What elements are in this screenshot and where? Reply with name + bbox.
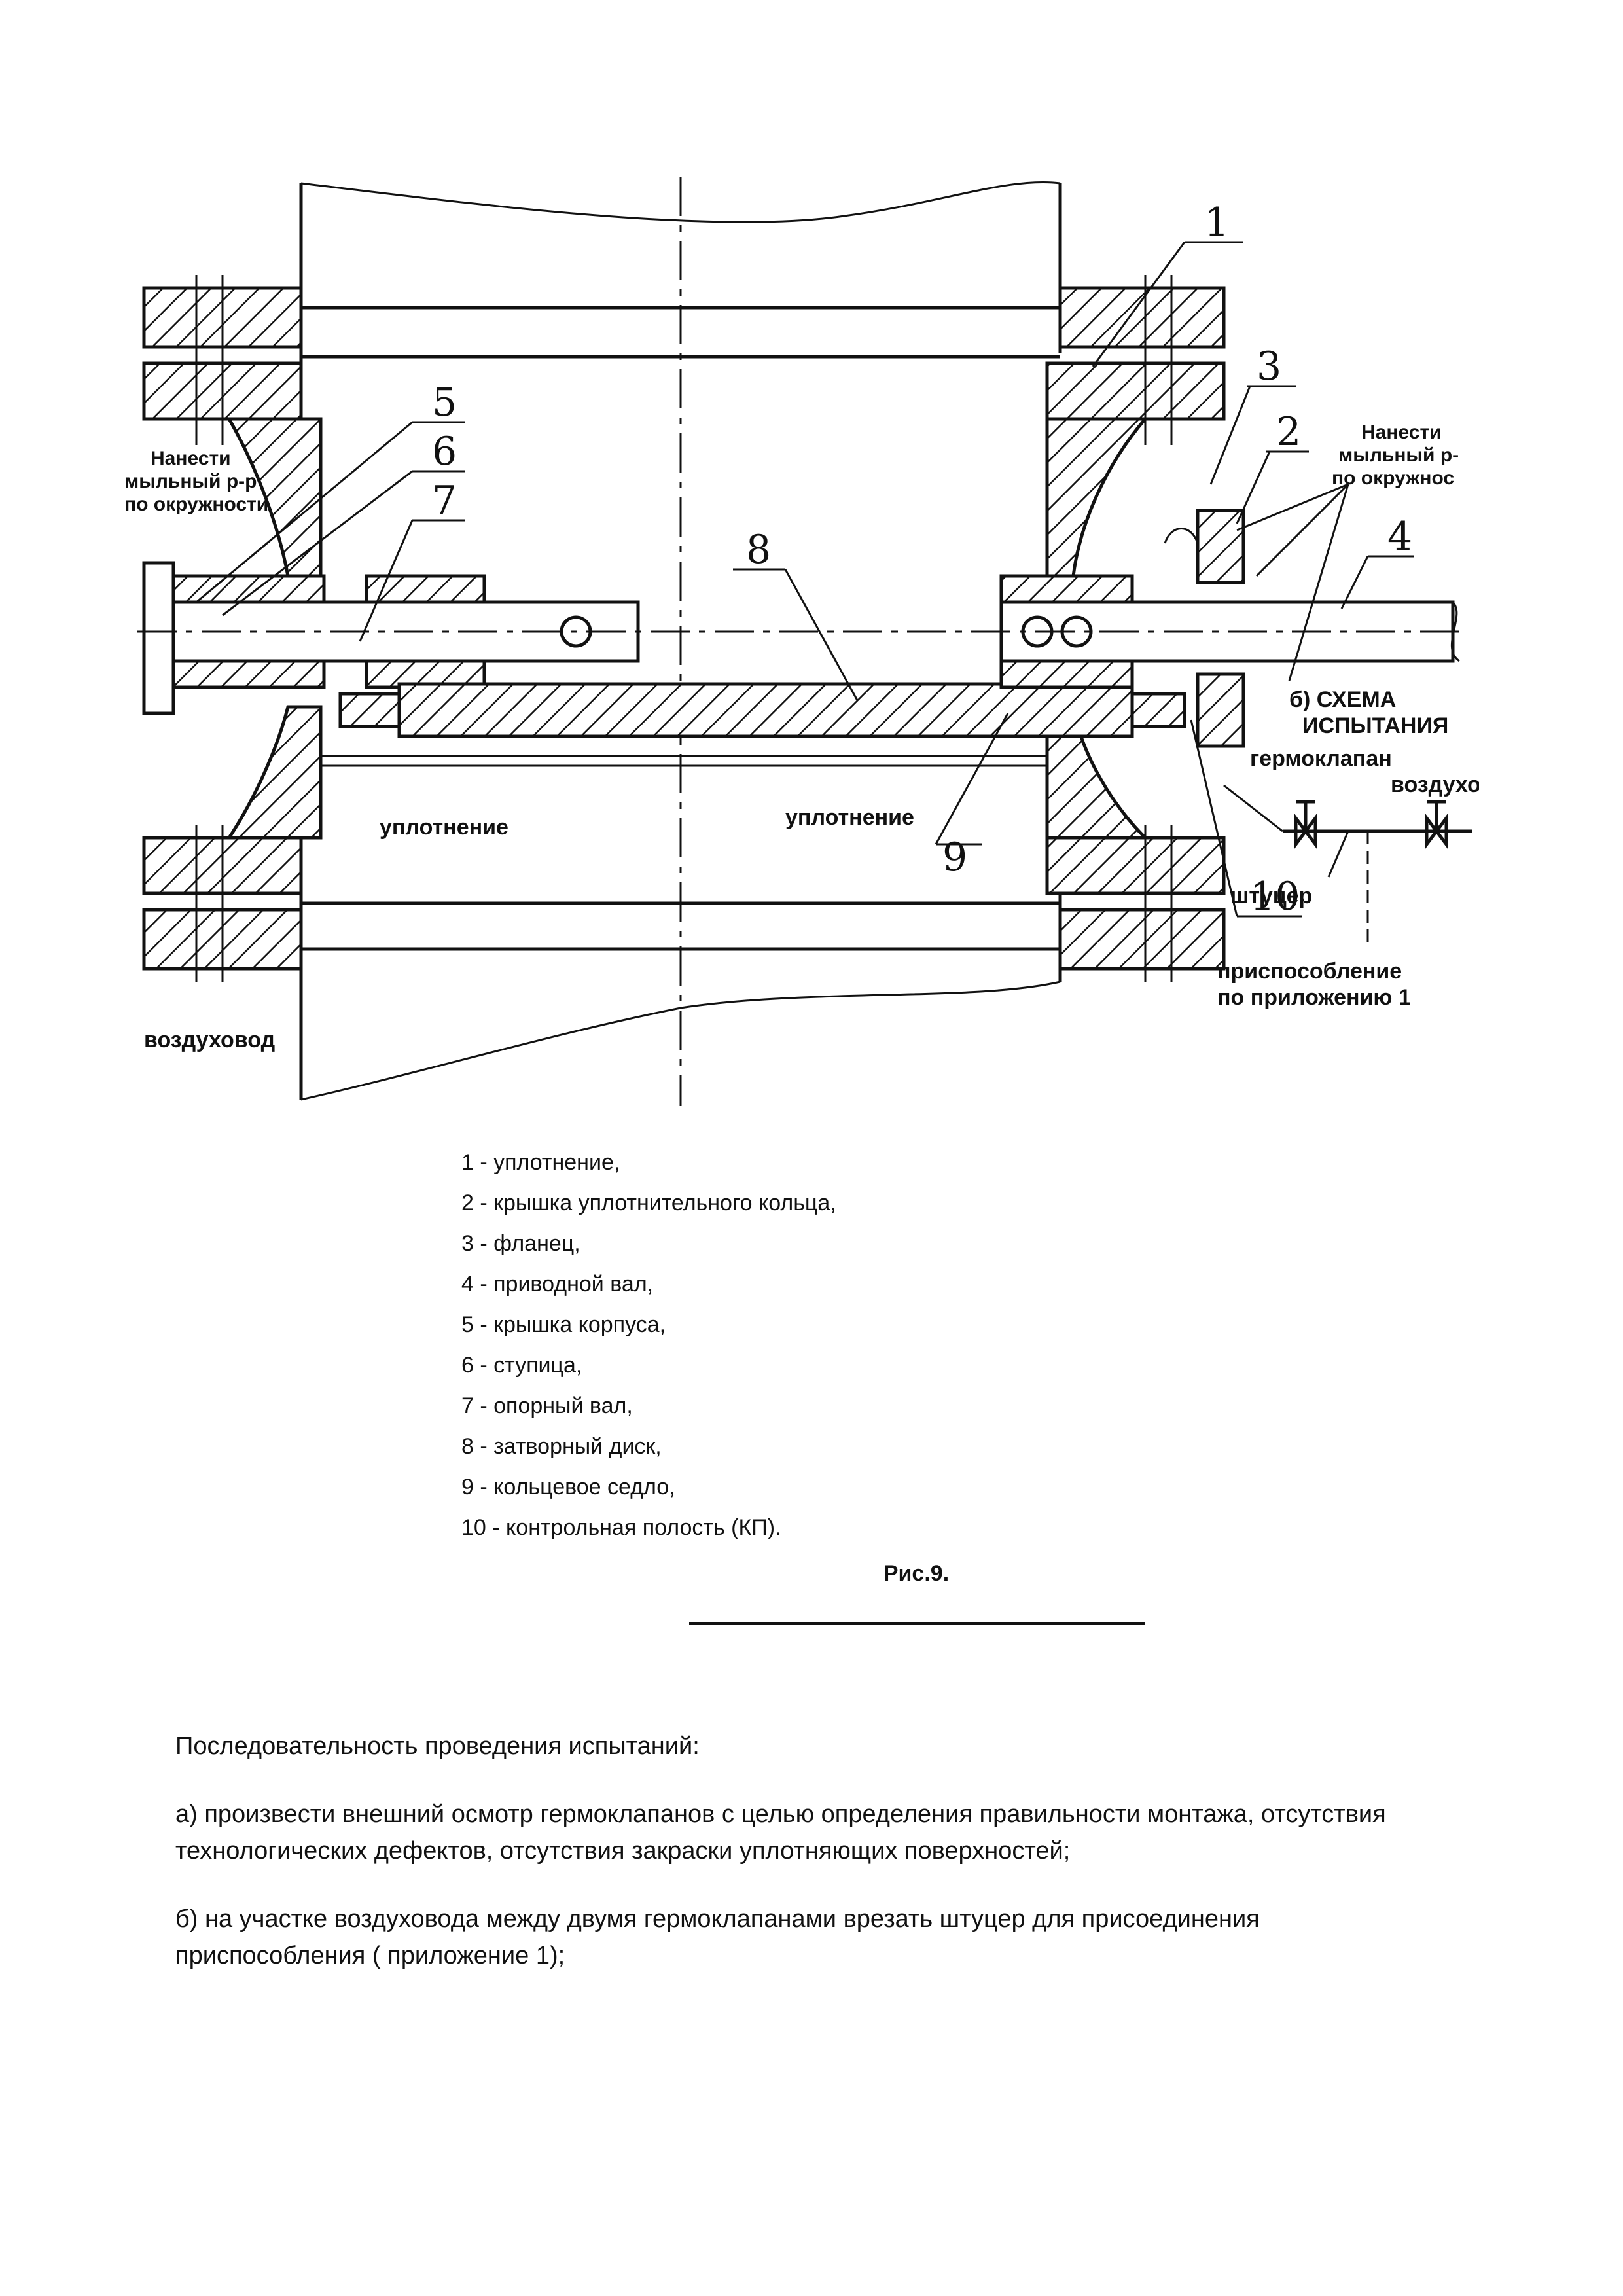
test-scheme xyxy=(1223,784,1472,942)
svg-text:по приложению 1: по приложению 1 xyxy=(1217,985,1411,1010)
body-text: Последовательность проведения испытаний:… xyxy=(175,1728,1419,2005)
legend-item: 5 - крышка корпуса, xyxy=(461,1312,666,1337)
label-valve: гермоклапан xyxy=(1250,746,1392,771)
callout-4: 4 xyxy=(1340,514,1414,609)
svg-text:приспособление: приспособление xyxy=(1217,959,1402,984)
section-heading: Последовательность проведения испытаний: xyxy=(175,1732,700,1760)
svg-text:7: 7 xyxy=(432,478,457,524)
legend-item: 7 - опорный вал, xyxy=(461,1393,633,1418)
label-device: приспособление по приложению 1 xyxy=(1217,959,1411,1010)
flange-top-right xyxy=(1058,286,1226,349)
svg-text:по окружнос: по окружнос xyxy=(1332,467,1454,489)
paragraph-a: а) произвести внешний осмотр гермоклапан… xyxy=(175,1801,1386,1865)
figure-legend: 1 - уплотнение, 2 - крышка уплотнительно… xyxy=(461,1142,1050,1548)
svg-text:3: 3 xyxy=(1257,344,1281,389)
svg-text:ИСПЫТАНИЯ: ИСПЫТАНИЯ xyxy=(1302,713,1448,738)
callout-10: 10 xyxy=(1190,719,1302,920)
label-seal-right: уплотнение xyxy=(785,805,914,830)
svg-text:мыльный р-: мыльный р- xyxy=(1338,444,1459,466)
flange-top-right-2 xyxy=(1045,361,1226,421)
label-apply-right: Нанести мыльный р- по окружнос xyxy=(1332,422,1459,489)
callout-1: 1 xyxy=(1092,200,1243,367)
callout-8: 8 xyxy=(733,527,859,701)
legend-item: 2 - крышка уплотнительного кольца, xyxy=(461,1191,836,1215)
callout-6: 6 xyxy=(222,429,465,617)
legend-item: 6 - ступица, xyxy=(461,1353,582,1378)
svg-text:5: 5 xyxy=(432,380,457,425)
apply-arrows-right xyxy=(1236,483,1349,681)
caption-rule xyxy=(689,1622,1145,1625)
label-fitting: штуцер xyxy=(1230,884,1312,908)
svg-text:10: 10 xyxy=(1250,874,1300,920)
legend-item: 3 - фланец, xyxy=(461,1231,580,1256)
svg-text:1: 1 xyxy=(1204,200,1229,245)
callout-3: 3 xyxy=(1209,344,1296,485)
svg-text:4: 4 xyxy=(1387,514,1412,560)
housing-left-lower xyxy=(226,705,323,840)
label-seal-left: уплотнение xyxy=(380,815,508,840)
technical-drawing: 1 3 2 4 5 xyxy=(124,157,1479,1113)
svg-text:мыльный р-р: мыльный р-р xyxy=(124,471,257,492)
svg-text:8: 8 xyxy=(746,527,771,573)
legend-item: 1 - уплотнение, xyxy=(461,1150,620,1175)
legend-item: 9 - кольцевое седло, xyxy=(461,1475,675,1499)
flange-bottom-right xyxy=(1045,836,1226,895)
svg-text:9: 9 xyxy=(942,834,967,880)
figure-caption: Рис.9. xyxy=(883,1561,950,1586)
legend-item: 8 - затворный диск, xyxy=(461,1434,662,1459)
svg-text:Нанести: Нанести xyxy=(1361,422,1442,443)
flange-bottom-right-2 xyxy=(1058,908,1226,971)
shutter-disc xyxy=(397,682,1134,738)
svg-text:6: 6 xyxy=(432,429,457,475)
callout-5: 5 xyxy=(196,380,465,603)
callout-2: 2 xyxy=(1236,409,1309,524)
label-test-scheme: б) СХЕМА ИСПЫТАНИЯ xyxy=(1289,687,1448,738)
callout-9: 9 xyxy=(935,713,1009,880)
label-duct: воздуховод xyxy=(144,1028,275,1052)
legend-item: 4 - приводной вал, xyxy=(461,1272,654,1297)
callout-7: 7 xyxy=(359,478,465,642)
drawing-canvas: 1 3 2 4 5 xyxy=(124,177,1479,1106)
label-apply-left: Нанести мыльный р-р по окружности xyxy=(124,448,268,515)
svg-text:по окружности: по окружности xyxy=(124,493,268,515)
svg-text:б) СХЕМА: б) СХЕМА xyxy=(1289,687,1396,712)
svg-text:2: 2 xyxy=(1276,409,1301,455)
paragraph-b: б) на участке воздуховода между двумя ге… xyxy=(175,1905,1260,1969)
end-cap-left xyxy=(142,561,175,715)
legend-item: 10 - контрольная полость (КП). xyxy=(461,1515,781,1540)
housing-right-upper xyxy=(1045,417,1149,578)
seal-cover xyxy=(1196,509,1245,584)
label-air: воздухо xyxy=(1391,772,1479,797)
svg-text:Нанести: Нанести xyxy=(151,448,231,469)
